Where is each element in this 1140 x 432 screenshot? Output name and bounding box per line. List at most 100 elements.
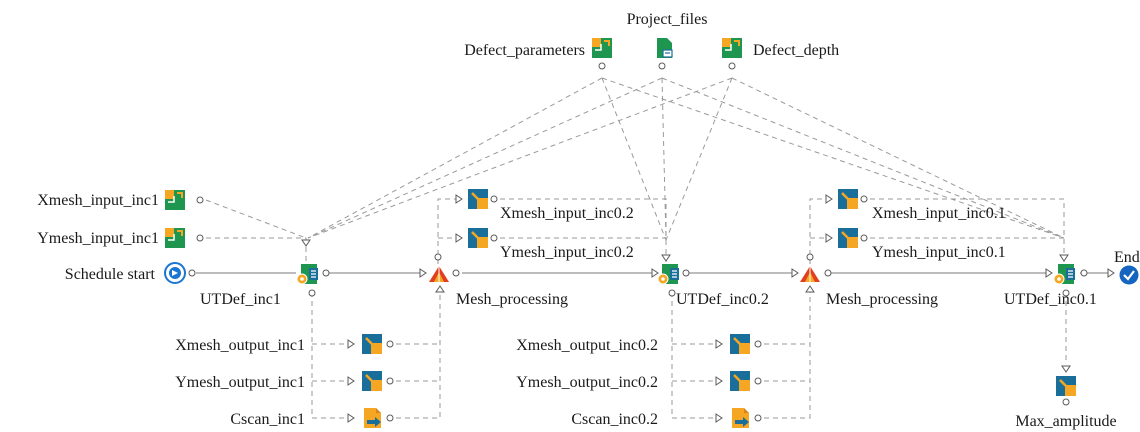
document-icon: [364, 408, 381, 428]
param-link: [601, 77, 1065, 239]
input-link: [870, 198, 1065, 262]
node-cscan-inc1[interactable]: Cscan_inc1: [230, 408, 394, 428]
input-port[interactable]: [1059, 254, 1069, 262]
output-port[interactable]: [386, 340, 394, 348]
node-label: Defect_depth: [753, 42, 839, 59]
output-port[interactable]: [188, 269, 196, 277]
output-port[interactable]: [386, 414, 394, 422]
input-port[interactable]: [825, 233, 833, 243]
node-utdef-inc02[interactable]: UTDef_inc0.2: [651, 254, 769, 308]
output-port[interactable]: [824, 269, 832, 277]
node-label: UTDef_inc1: [200, 291, 281, 308]
node-mesh-processing-1[interactable]: Mesh_processing: [419, 253, 568, 308]
output-port[interactable]: [860, 234, 868, 242]
input-port[interactable]: [806, 253, 814, 261]
node-xmesh-output-inc02[interactable]: Xmesh_output_inc0.2: [516, 332, 762, 356]
output-port[interactable]: [658, 62, 666, 70]
start-icon: [164, 262, 186, 284]
node-utdef-inc1[interactable]: UTDef_inc1: [200, 239, 330, 308]
node-mesh-processing-2[interactable]: Mesh_processing: [791, 253, 938, 308]
node-project-files[interactable]: Project_files: [627, 11, 708, 70]
input-port[interactable]: [805, 285, 815, 293]
node-ymesh-input-inc01[interactable]: Ymesh_input_inc0.1: [825, 226, 1006, 261]
output-port[interactable]: [668, 289, 676, 297]
output-port[interactable]: [308, 289, 316, 297]
input-port[interactable]: [455, 194, 463, 204]
node-label: End: [1114, 249, 1140, 266]
node-label: Schedule start: [65, 266, 156, 283]
output-port[interactable]: [452, 269, 460, 277]
input-port[interactable]: [715, 413, 723, 423]
node-label: UTDef_inc0.2: [676, 291, 769, 308]
output-link: [311, 292, 346, 419]
node-label: Defect_parameters: [464, 42, 585, 59]
output-port[interactable]: [754, 340, 762, 348]
node-label: Max_amplitude: [1015, 413, 1116, 430]
input-port[interactable]: [825, 194, 833, 204]
input-port[interactable]: [455, 233, 463, 243]
input-port[interactable]: [1107, 268, 1115, 278]
node-end[interactable]: End: [1107, 249, 1140, 285]
input-port[interactable]: [651, 268, 659, 278]
node-xmesh-output-inc1[interactable]: Xmesh_output_inc1: [175, 332, 394, 356]
output-port[interactable]: [490, 234, 498, 242]
mesh-icon: [799, 265, 821, 283]
node-label: Ymesh_input_inc1: [37, 230, 159, 247]
input-port[interactable]: [434, 253, 442, 261]
node-schedule-start[interactable]: Schedule start: [65, 262, 196, 284]
output-port[interactable]: [728, 62, 736, 70]
node-label: Xmesh_output_inc1: [175, 337, 305, 354]
parameter-icon: [721, 37, 743, 59]
node-defect-depth[interactable]: Defect_depth: [721, 37, 839, 70]
param-link: [307, 77, 663, 239]
param-link: [307, 77, 733, 239]
node-xmesh-input-inc02[interactable]: Xmesh_input_inc0.2: [455, 187, 634, 222]
output-port[interactable]: [754, 377, 762, 385]
node-xmesh-input-inc01[interactable]: Xmesh_input_inc0.1: [825, 187, 1006, 222]
node-label: UTDef_inc0.1: [1004, 291, 1097, 308]
node-ymesh-input-inc02[interactable]: Ymesh_input_inc0.2: [455, 226, 634, 261]
output-port[interactable]: [682, 269, 690, 277]
output-port[interactable]: [322, 269, 330, 277]
output-port[interactable]: [1062, 289, 1070, 297]
output-port[interactable]: [754, 414, 762, 422]
input-port[interactable]: [419, 268, 427, 278]
input-port[interactable]: [791, 268, 799, 278]
file-icon: [656, 37, 673, 59]
process-icon: [296, 263, 319, 285]
param-link: [665, 77, 733, 241]
output-port[interactable]: [860, 195, 868, 203]
output-port[interactable]: [196, 234, 204, 242]
node-utdef-inc01[interactable]: UTDef_inc0.1: [1004, 254, 1097, 308]
mesh-file-icon: [466, 187, 490, 211]
input-port[interactable]: [347, 413, 355, 423]
node-label: Project_files: [627, 11, 708, 28]
input-port[interactable]: [715, 376, 723, 386]
node-ymesh-output-inc02[interactable]: Ymesh_output_inc0.2: [516, 369, 762, 393]
input-port[interactable]: [347, 339, 355, 349]
node-label: Cscan_inc0.2: [571, 411, 658, 428]
output-port[interactable]: [598, 62, 606, 70]
output-port[interactable]: [1062, 398, 1070, 406]
input-port[interactable]: [1045, 268, 1053, 278]
node-ymesh-input-inc1[interactable]: Ymesh_input_inc1: [37, 227, 204, 249]
node-max-amplitude[interactable]: Max_amplitude: [1015, 365, 1117, 430]
input-port[interactable]: [715, 339, 723, 349]
param-link: [661, 77, 1065, 239]
node-xmesh-input-inc1[interactable]: Xmesh_input_inc1: [37, 189, 204, 211]
input-port[interactable]: [347, 376, 355, 386]
input-link: [809, 198, 826, 264]
input-port[interactable]: [1061, 365, 1071, 373]
input-port[interactable]: [435, 285, 445, 293]
node-defect-parameters[interactable]: Defect_parameters: [464, 37, 613, 70]
node-ymesh-output-inc1[interactable]: Ymesh_output_inc1: [175, 369, 394, 393]
input-port[interactable]: [301, 239, 311, 247]
input-port[interactable]: [661, 254, 671, 262]
output-port[interactable]: [386, 377, 394, 385]
output-port[interactable]: [490, 195, 498, 203]
input-link: [205, 199, 307, 239]
output-port[interactable]: [196, 196, 204, 204]
parameter-icon: [164, 189, 186, 211]
node-cscan-inc02[interactable]: Cscan_inc0.2: [571, 408, 762, 428]
output-port[interactable]: [1080, 269, 1088, 277]
